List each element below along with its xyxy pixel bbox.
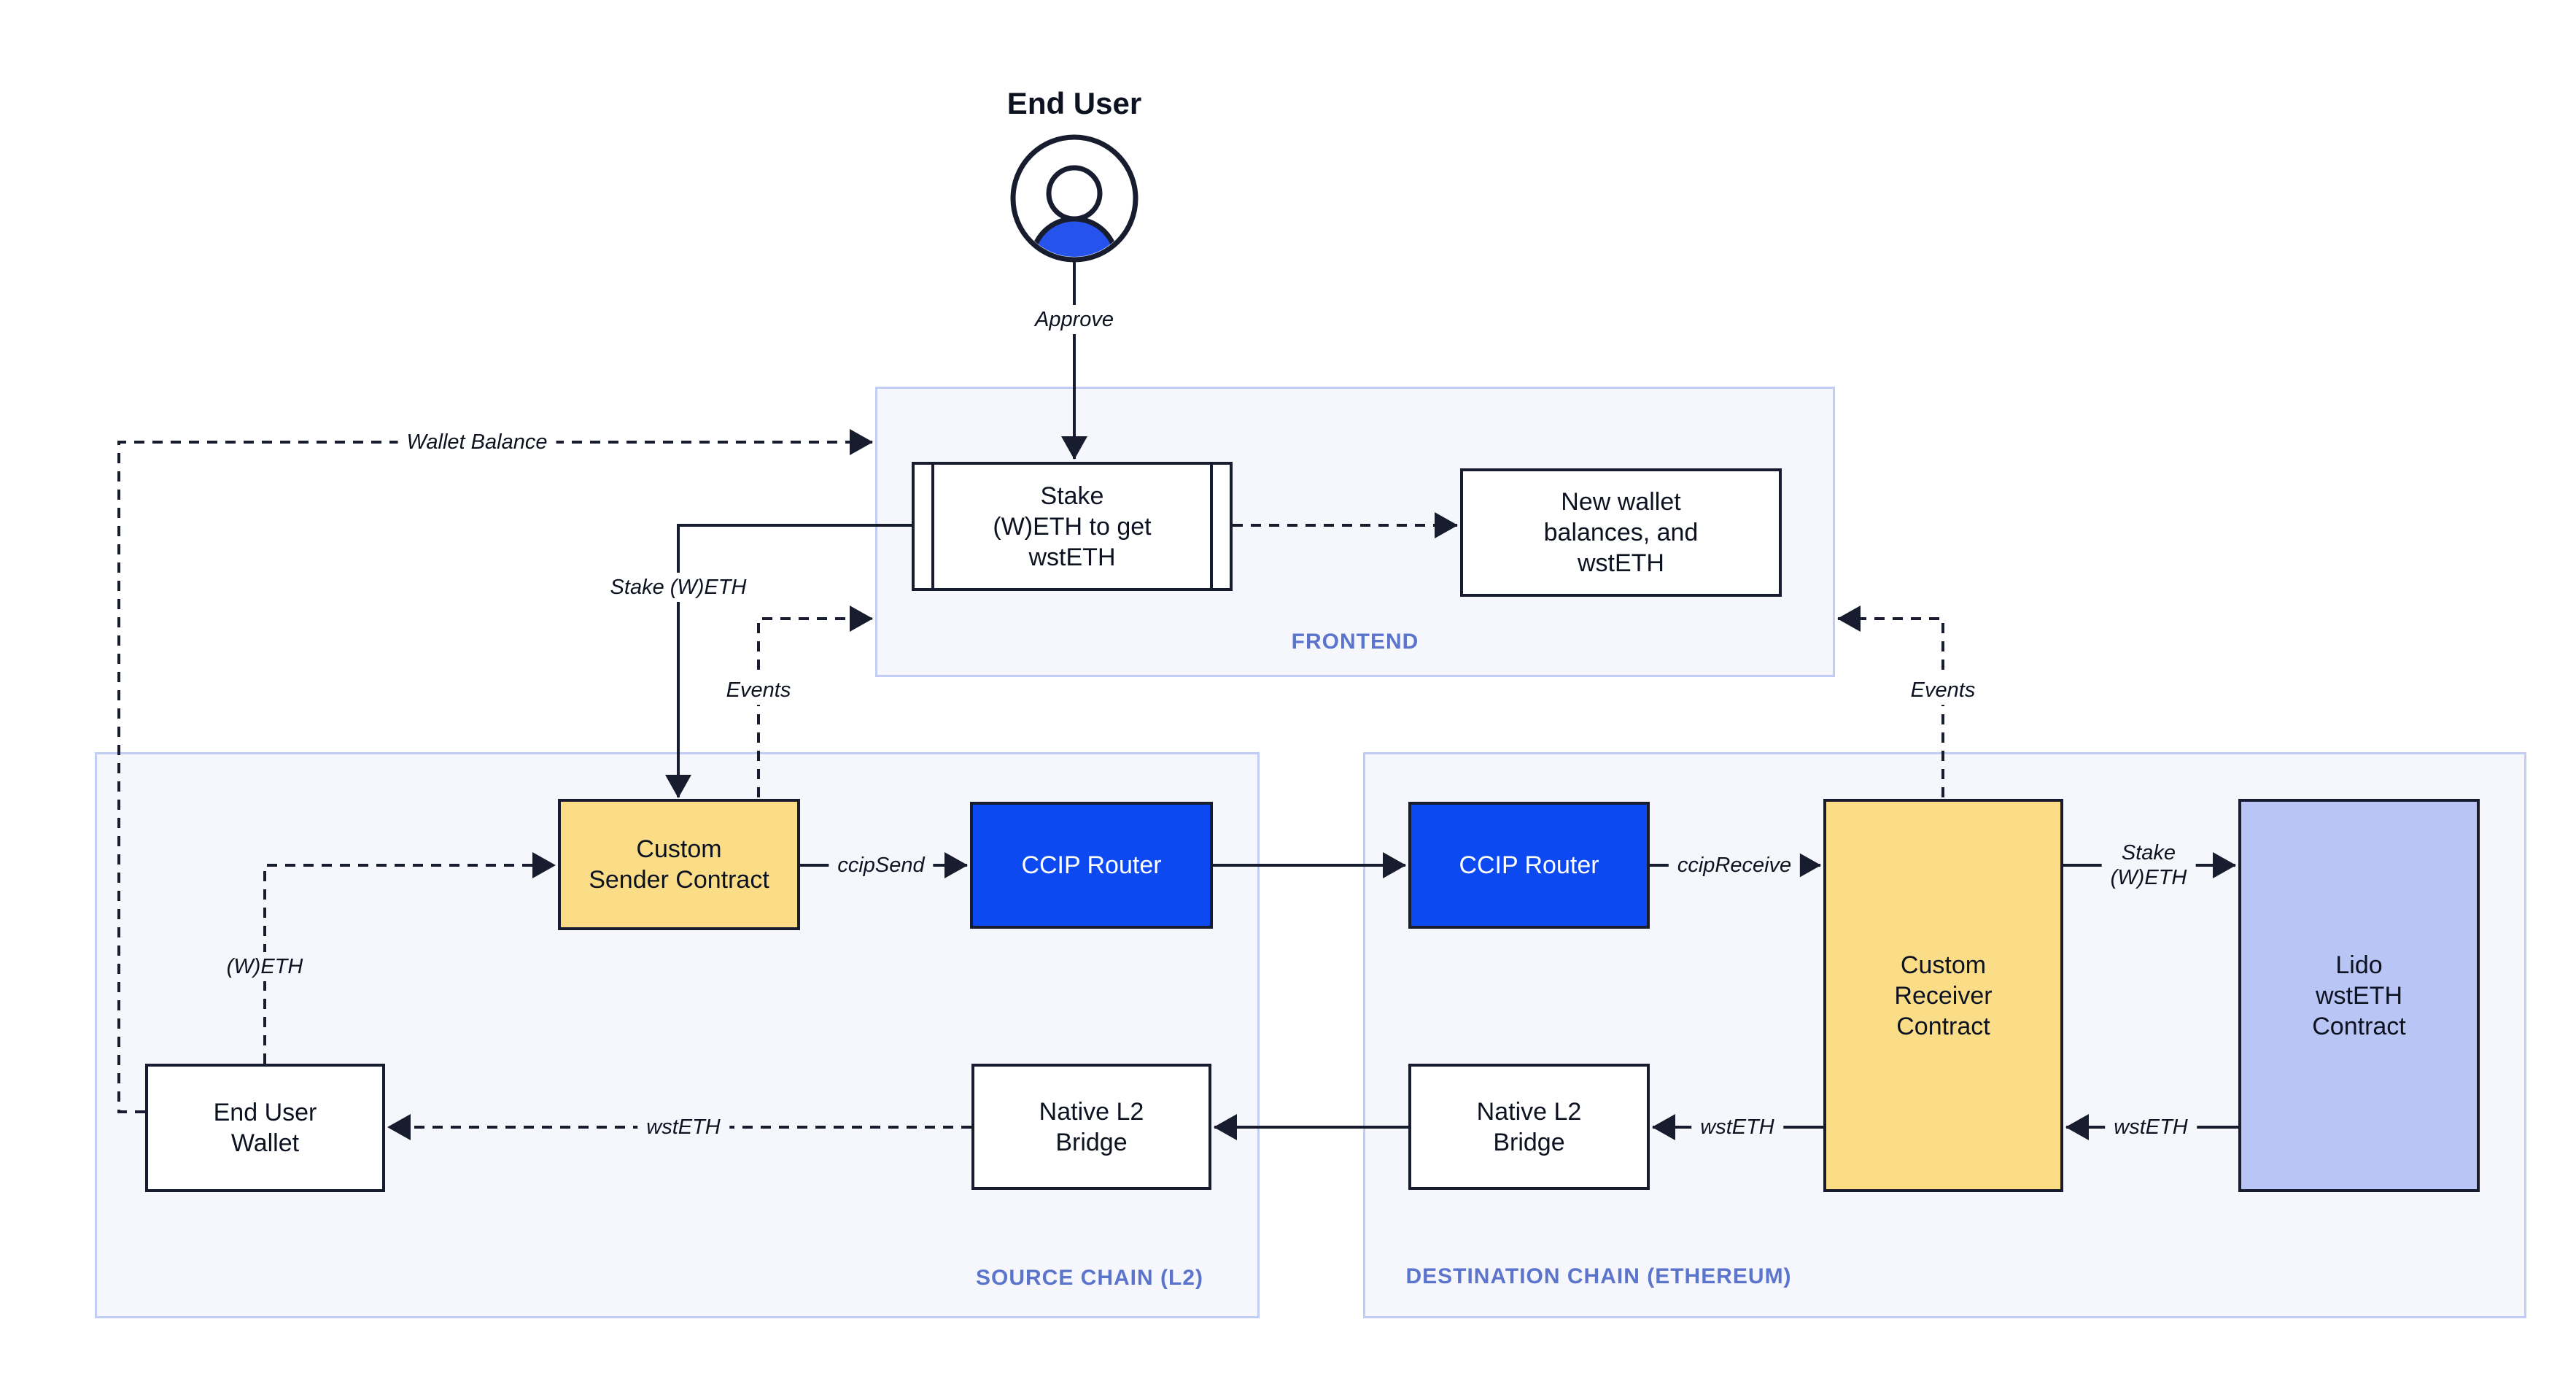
- end-user-icon-head: [1046, 165, 1103, 222]
- node-custom-receiver-label: Custom Receiver Contract: [1894, 951, 1993, 1040]
- node-native-bridge-source: Native L2 Bridge: [971, 1064, 1211, 1190]
- node-stake-box-label: Stake (W)ETH to get wstETH: [993, 482, 1152, 571]
- node-ccip-router-destination: CCIP Router: [1408, 802, 1650, 929]
- frontend-label: FRONTEND: [1291, 630, 1419, 654]
- node-custom-sender-label: Custom Sender Contract: [589, 835, 769, 894]
- node-lido-contract: Lido wstETH Contract: [2238, 799, 2480, 1192]
- node-ccip-router-destination-label: CCIP Router: [1459, 851, 1599, 879]
- edge-weth: [263, 852, 556, 1064]
- node-native-bridge-destination-label: Native L2 Bridge: [1476, 1097, 1582, 1156]
- node-ccip-router-source-label: CCIP Router: [1021, 851, 1162, 879]
- edge-label-wsteth-bridge-to-wallet: wstETH: [637, 1113, 729, 1142]
- end-user-title: End User: [1006, 86, 1142, 120]
- edge-label-stake-weth: Stake (W)ETH: [601, 573, 756, 602]
- node-new-wallet-label: New wallet balances, and wstETH: [1543, 488, 1699, 577]
- destination-chain-label: DESTINATION CHAIN (ETHEREUM): [1405, 1264, 1792, 1288]
- edge-label-wsteth-lido-to-receiver: wstETH: [2105, 1113, 2197, 1142]
- node-end-user-wallet: End User Wallet: [145, 1064, 385, 1192]
- source-chain-label: SOURCE CHAIN (L2): [975, 1266, 1204, 1290]
- node-end-user-wallet-label: End User Wallet: [213, 1099, 317, 1157]
- edge-label-wallet-balance: Wallet Balance: [397, 428, 556, 457]
- node-stake-box: Stake (W)ETH to get wstETH: [912, 462, 1233, 591]
- node-ccip-router-source: CCIP Router: [970, 802, 1213, 929]
- edge-label-events-right: Events: [1901, 676, 1985, 705]
- edge-label-wsteth-receiver-to-bridge: wstETH: [1691, 1113, 1783, 1142]
- node-new-wallet: New wallet balances, and wstETH: [1460, 468, 1782, 597]
- node-native-bridge-source-label: Native L2 Bridge: [1039, 1097, 1144, 1156]
- edge-label-approve: Approve: [1025, 305, 1123, 334]
- edge-label-events-left: Events: [717, 676, 800, 705]
- node-custom-receiver: Custom Receiver Contract: [1823, 799, 2063, 1192]
- node-lido-contract-label: Lido wstETH Contract: [2312, 951, 2406, 1040]
- edge-label-ccip-send: ccipSend: [829, 851, 934, 880]
- edge-label-weth: (W)ETH: [217, 952, 312, 981]
- edge-events-left: [757, 606, 873, 797]
- edge-label-ccip-receive: ccipReceive: [1668, 851, 1801, 880]
- node-native-bridge-destination: Native L2 Bridge: [1408, 1064, 1650, 1190]
- edge-stake-weth: [665, 524, 912, 798]
- end-user-icon: [1010, 134, 1138, 263]
- edge-events-right: [1837, 606, 1944, 797]
- edge-label-stake-weth-right: Stake (W)ETH: [2101, 838, 2196, 892]
- node-custom-sender: Custom Sender Contract: [558, 799, 800, 930]
